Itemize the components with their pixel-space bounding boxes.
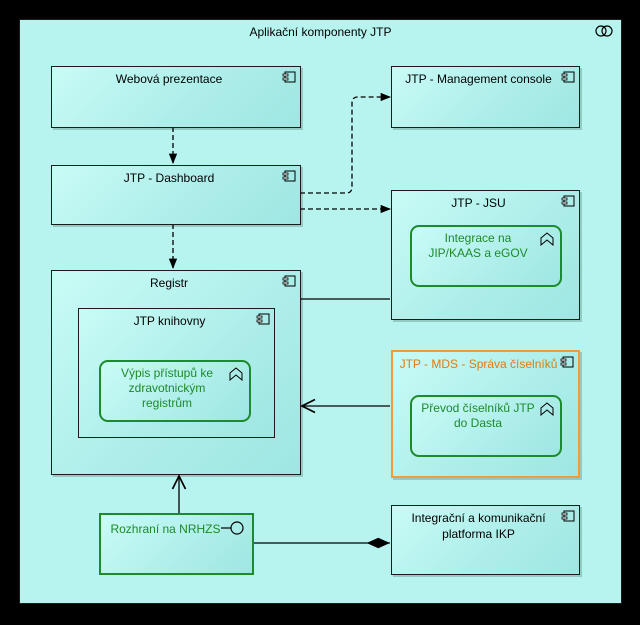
function-icon xyxy=(540,402,554,416)
function-label: Výpis přístupů ke zdravotnickým registrů… xyxy=(120,366,214,410)
component-icon xyxy=(282,170,296,182)
component-dashboard[interactable]: JTP - Dashboard xyxy=(51,165,301,225)
component-label: Integrační a komunikační platforma IKP xyxy=(411,511,546,541)
function-vypis-pristupu[interactable]: Výpis přístupů ke zdravotnickým registrů… xyxy=(99,360,251,422)
function-label: Převod číselníků JTP do Dasta xyxy=(421,401,535,430)
component-label: JTP - Dashboard xyxy=(123,171,215,185)
collaboration-icon xyxy=(595,25,613,37)
component-ikp[interactable]: Integrační a komunikační platforma IKP xyxy=(391,505,580,575)
component-label: JTP knihovny xyxy=(133,314,206,328)
component-label: JTP - MDS - Správa číselníků xyxy=(399,357,558,371)
function-icon xyxy=(229,367,243,381)
function-icon xyxy=(540,232,554,246)
component-label: Registr xyxy=(149,276,188,290)
interface-rozhrani-nrhzs[interactable]: Rozhraní na NRHZS xyxy=(99,513,254,575)
component-webova-prezentace[interactable]: Webová prezentace xyxy=(51,66,301,128)
function-label: Integrace na JIP/KAAS a eGOV xyxy=(428,231,528,260)
group-title: Aplikační komponenty JTP xyxy=(249,25,392,39)
function-integrace[interactable]: Integrace na JIP/KAAS a eGOV xyxy=(410,225,562,287)
component-icon xyxy=(560,356,574,368)
component-icon xyxy=(561,510,575,522)
component-label: JTP - Management console xyxy=(405,72,552,86)
function-prevod-ciselniku[interactable]: Převod číselníků JTP do Dasta xyxy=(410,395,562,457)
component-label: JTP - JSU xyxy=(451,196,506,210)
component-icon xyxy=(256,313,270,325)
component-icon xyxy=(282,275,296,287)
component-label: Webová prezentace xyxy=(115,72,223,86)
component-icon xyxy=(561,71,575,83)
component-icon xyxy=(561,195,575,207)
interface-icon xyxy=(221,521,244,535)
interface-label: Rozhraní na NRHZS xyxy=(110,522,221,536)
component-icon xyxy=(282,71,296,83)
component-management-console[interactable]: JTP - Management console xyxy=(391,66,580,128)
